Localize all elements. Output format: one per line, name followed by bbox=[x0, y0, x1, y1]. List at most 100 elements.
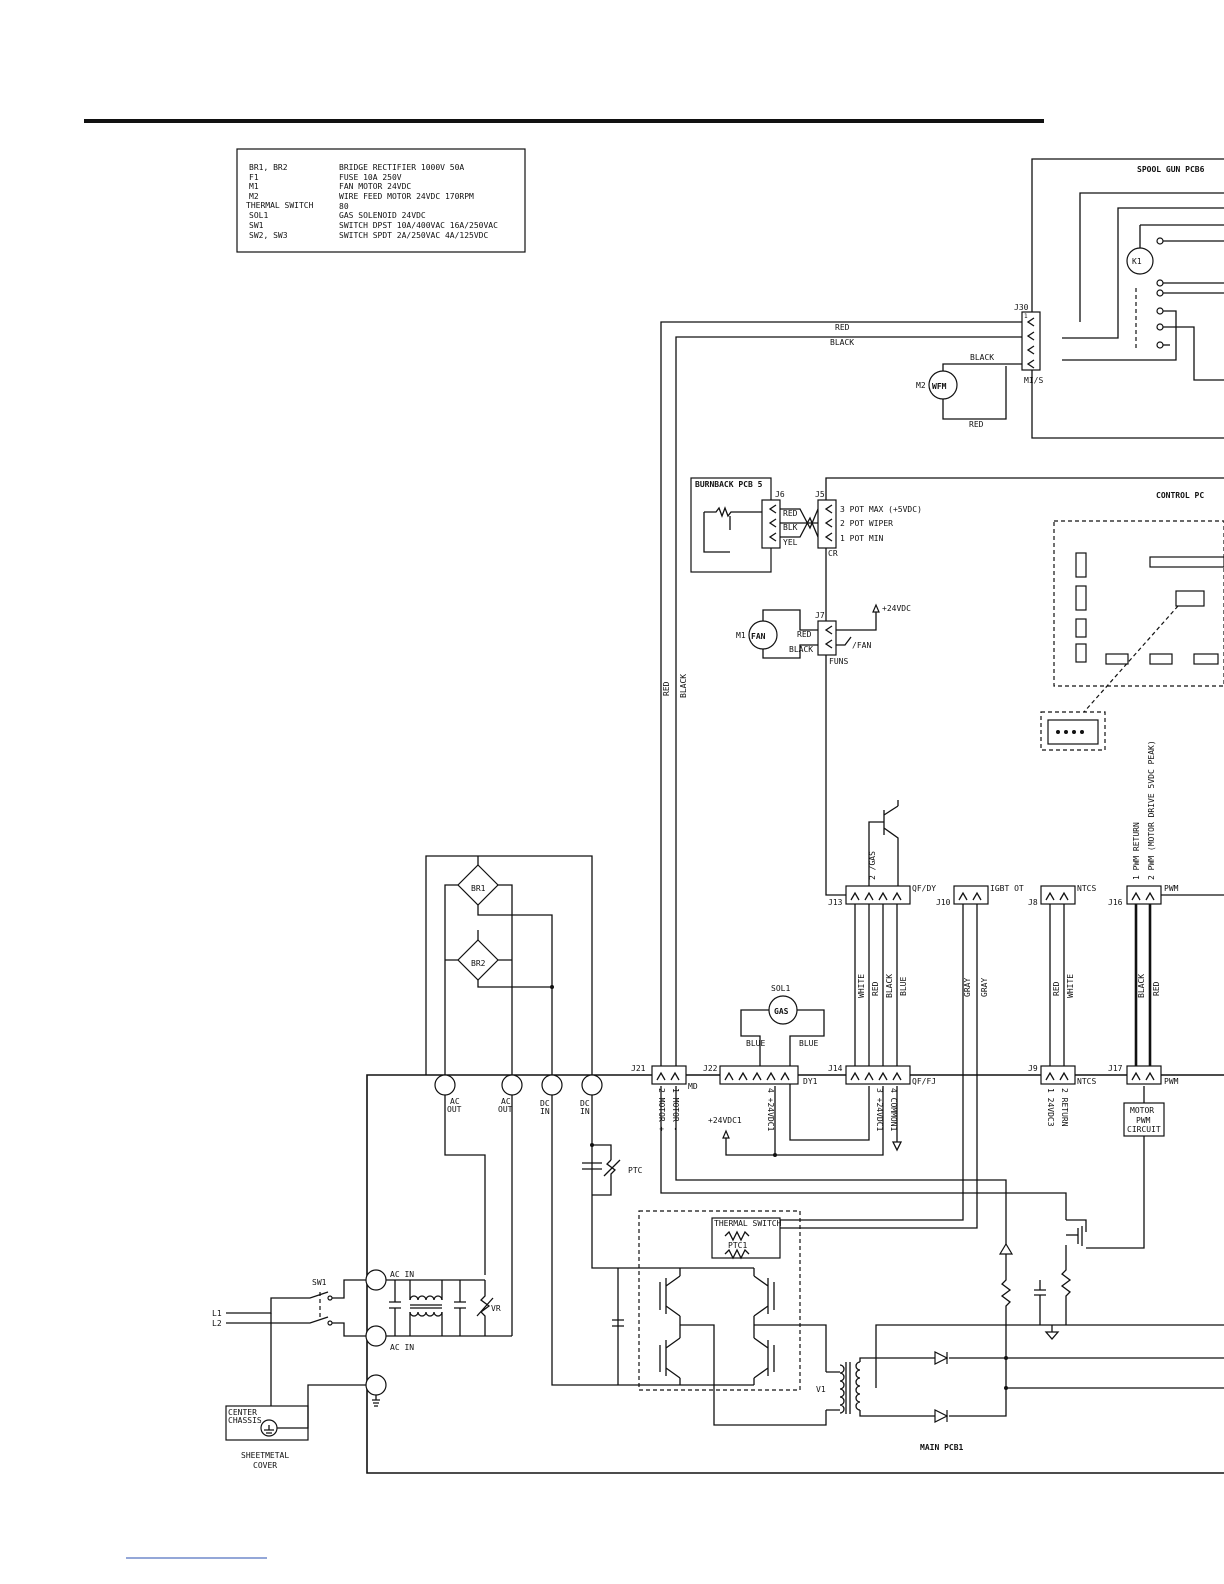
svg-text:J7: J7 bbox=[815, 611, 825, 620]
svg-text:2 POT WIPER: 2 POT WIPER bbox=[840, 519, 893, 528]
svg-text:QF/DY: QF/DY bbox=[912, 884, 936, 893]
spool-gun-title: SPOOL GUN PCB6 bbox=[1137, 165, 1205, 174]
svg-text:MD: MD bbox=[688, 1082, 698, 1091]
legend-ref: THERMAL SWITCH bbox=[246, 201, 314, 210]
transformer-v1: V1 bbox=[816, 1324, 1224, 1423]
j30-label: J30 bbox=[1014, 303, 1029, 312]
legend-ref: SW2, SW3 bbox=[249, 231, 288, 240]
svg-text:RED: RED bbox=[1152, 981, 1161, 996]
bridge-rectifiers: BR1 BR2 bbox=[425, 855, 593, 1075]
legend-ref: SOL1 bbox=[249, 211, 268, 220]
varistor-icon bbox=[476, 1280, 494, 1336]
svg-text:J16: J16 bbox=[1108, 898, 1123, 907]
ac-in-terminal-2 bbox=[365, 1325, 387, 1347]
svg-text:/FAN: /FAN bbox=[852, 641, 871, 650]
j16-connector bbox=[1126, 885, 1162, 905]
svg-text:4 +24VDC1: 4 +24VDC1 bbox=[766, 1088, 775, 1132]
svg-text:SOL1: SOL1 bbox=[771, 984, 790, 993]
svg-text:OUT: OUT bbox=[498, 1105, 513, 1114]
main-pcb: MAIN PCB1 J21 MD 2 MOTOR + 1 MOTOR - J22… bbox=[365, 1064, 1224, 1474]
burnback-title: BURNBACK PCB 5 bbox=[695, 480, 763, 489]
ac-out-terminal-2 bbox=[501, 1074, 523, 1096]
dc-in-terminal-1 bbox=[541, 1074, 563, 1096]
svg-text:J17: J17 bbox=[1108, 1064, 1123, 1073]
fan-label: FAN bbox=[751, 632, 766, 641]
igbt-transistors bbox=[638, 1267, 827, 1426]
main-pcb-title: MAIN PCB1 bbox=[920, 1443, 964, 1452]
svg-text:SHEETMETAL: SHEETMETAL bbox=[241, 1451, 289, 1460]
relay-k1-label: K1 bbox=[1132, 257, 1142, 266]
legend-desc: BRIDGE RECTIFIER 1000V 50A bbox=[339, 163, 464, 172]
wfm-label: WFM bbox=[932, 382, 947, 391]
svg-text:BLACK: BLACK bbox=[789, 645, 813, 654]
svg-text:CHASSIS: CHASSIS bbox=[228, 1416, 262, 1425]
legend-ref: M2 bbox=[249, 192, 259, 201]
svg-text:J21: J21 bbox=[631, 1064, 646, 1073]
legend-desc: FAN MOTOR 24VDC bbox=[339, 182, 411, 191]
spool-gun-outline bbox=[1031, 158, 1224, 439]
svg-text:AC: AC bbox=[501, 1097, 511, 1106]
svg-text:3 +24VDC1: 3 +24VDC1 bbox=[875, 1088, 884, 1132]
svg-text:FUNS: FUNS bbox=[829, 657, 848, 666]
svg-text:BLUE: BLUE bbox=[746, 1039, 765, 1048]
legend-desc: WIRE FEED MOTOR 24VDC 170RPM bbox=[339, 192, 474, 201]
svg-text:CR: CR bbox=[828, 549, 838, 558]
svg-text:J8: J8 bbox=[1028, 898, 1038, 907]
burnback-potentiometer-icon bbox=[704, 506, 762, 518]
svg-text:WHITE: WHITE bbox=[857, 974, 866, 998]
svg-text:BLACK: BLACK bbox=[1137, 974, 1146, 998]
svg-text:AC IN: AC IN bbox=[390, 1270, 414, 1279]
red-harness-wire bbox=[660, 321, 1022, 1068]
svg-text:SW1: SW1 bbox=[312, 1278, 327, 1287]
svg-text:RED: RED bbox=[662, 681, 671, 696]
svg-text:J22: J22 bbox=[703, 1064, 718, 1073]
control-pcb-outline bbox=[825, 477, 1224, 896]
j10-connector bbox=[953, 885, 989, 905]
svg-text:COVER: COVER bbox=[253, 1461, 277, 1470]
legend-ref: BR1, BR2 bbox=[249, 163, 288, 172]
svg-text:BR2: BR2 bbox=[471, 959, 486, 968]
svg-text:NTCS: NTCS bbox=[1077, 1077, 1096, 1086]
igbt-module bbox=[638, 1210, 801, 1391]
svg-text:BR1: BR1 bbox=[471, 884, 486, 893]
legend-desc: SWITCH DPST 10A/400VAC 16A/250VAC bbox=[339, 221, 498, 230]
upper-connector-row: J13 QF/DY 2 /GAS J10 IGBT OT J8 NTCS J16… bbox=[828, 740, 1224, 907]
svg-text:NTCS: NTCS bbox=[1077, 884, 1096, 893]
connector-detail-box bbox=[1040, 711, 1106, 751]
svg-text:BLACK: BLACK bbox=[970, 353, 994, 362]
j17-connector bbox=[1126, 1065, 1162, 1085]
svg-text:2 RETURN: 2 RETURN bbox=[1060, 1088, 1069, 1127]
svg-text:VR: VR bbox=[491, 1304, 501, 1313]
svg-text:IGBT OT: IGBT OT bbox=[990, 884, 1024, 893]
ac-out-terminal-1 bbox=[434, 1074, 456, 1096]
svg-text:1 POT MIN: 1 POT MIN bbox=[840, 534, 884, 543]
svg-text:DC: DC bbox=[540, 1099, 550, 1108]
svg-text:BLK: BLK bbox=[783, 523, 798, 532]
svg-text:AC: AC bbox=[450, 1097, 460, 1106]
svg-text:GRAY: GRAY bbox=[963, 978, 972, 997]
legend-ref: M1 bbox=[249, 182, 259, 191]
svg-text:PWM: PWM bbox=[1164, 1077, 1179, 1086]
control-pcb: CONTROL PC bbox=[825, 477, 1224, 896]
svg-text:RED: RED bbox=[969, 420, 984, 429]
svg-text:CIRCUIT: CIRCUIT bbox=[1127, 1125, 1161, 1134]
svg-text:YEL: YEL bbox=[783, 538, 798, 547]
legend-ref: F1 bbox=[249, 173, 259, 182]
j30-connector bbox=[1021, 311, 1041, 371]
svg-text:BLUE: BLUE bbox=[899, 977, 908, 996]
component-legend: BR1, BR2 BRIDGE RECTIFIER 1000V 50A F1 F… bbox=[236, 148, 526, 253]
j8-connector bbox=[1040, 885, 1076, 905]
main-pcb-outline bbox=[366, 1074, 1224, 1474]
gas-solenoid: GAS SOL1 BLUE BLUE bbox=[740, 984, 870, 1141]
svg-text:4 COMMON1: 4 COMMON1 bbox=[889, 1088, 898, 1132]
svg-text:RED: RED bbox=[835, 323, 850, 332]
svg-text:DC: DC bbox=[580, 1099, 590, 1108]
dc-in-terminal-2 bbox=[581, 1074, 603, 1096]
burnback-pcb: BURNBACK PCB 5 J6 RED BLK YEL J5 CR 3 PO… bbox=[690, 477, 922, 573]
svg-text:CENTER: CENTER bbox=[228, 1408, 257, 1417]
mis-label: MI/S bbox=[1024, 376, 1043, 385]
j21-connector bbox=[651, 1065, 687, 1085]
ptc-thermistor-icon bbox=[603, 1159, 621, 1180]
burnback-outline bbox=[690, 477, 772, 573]
